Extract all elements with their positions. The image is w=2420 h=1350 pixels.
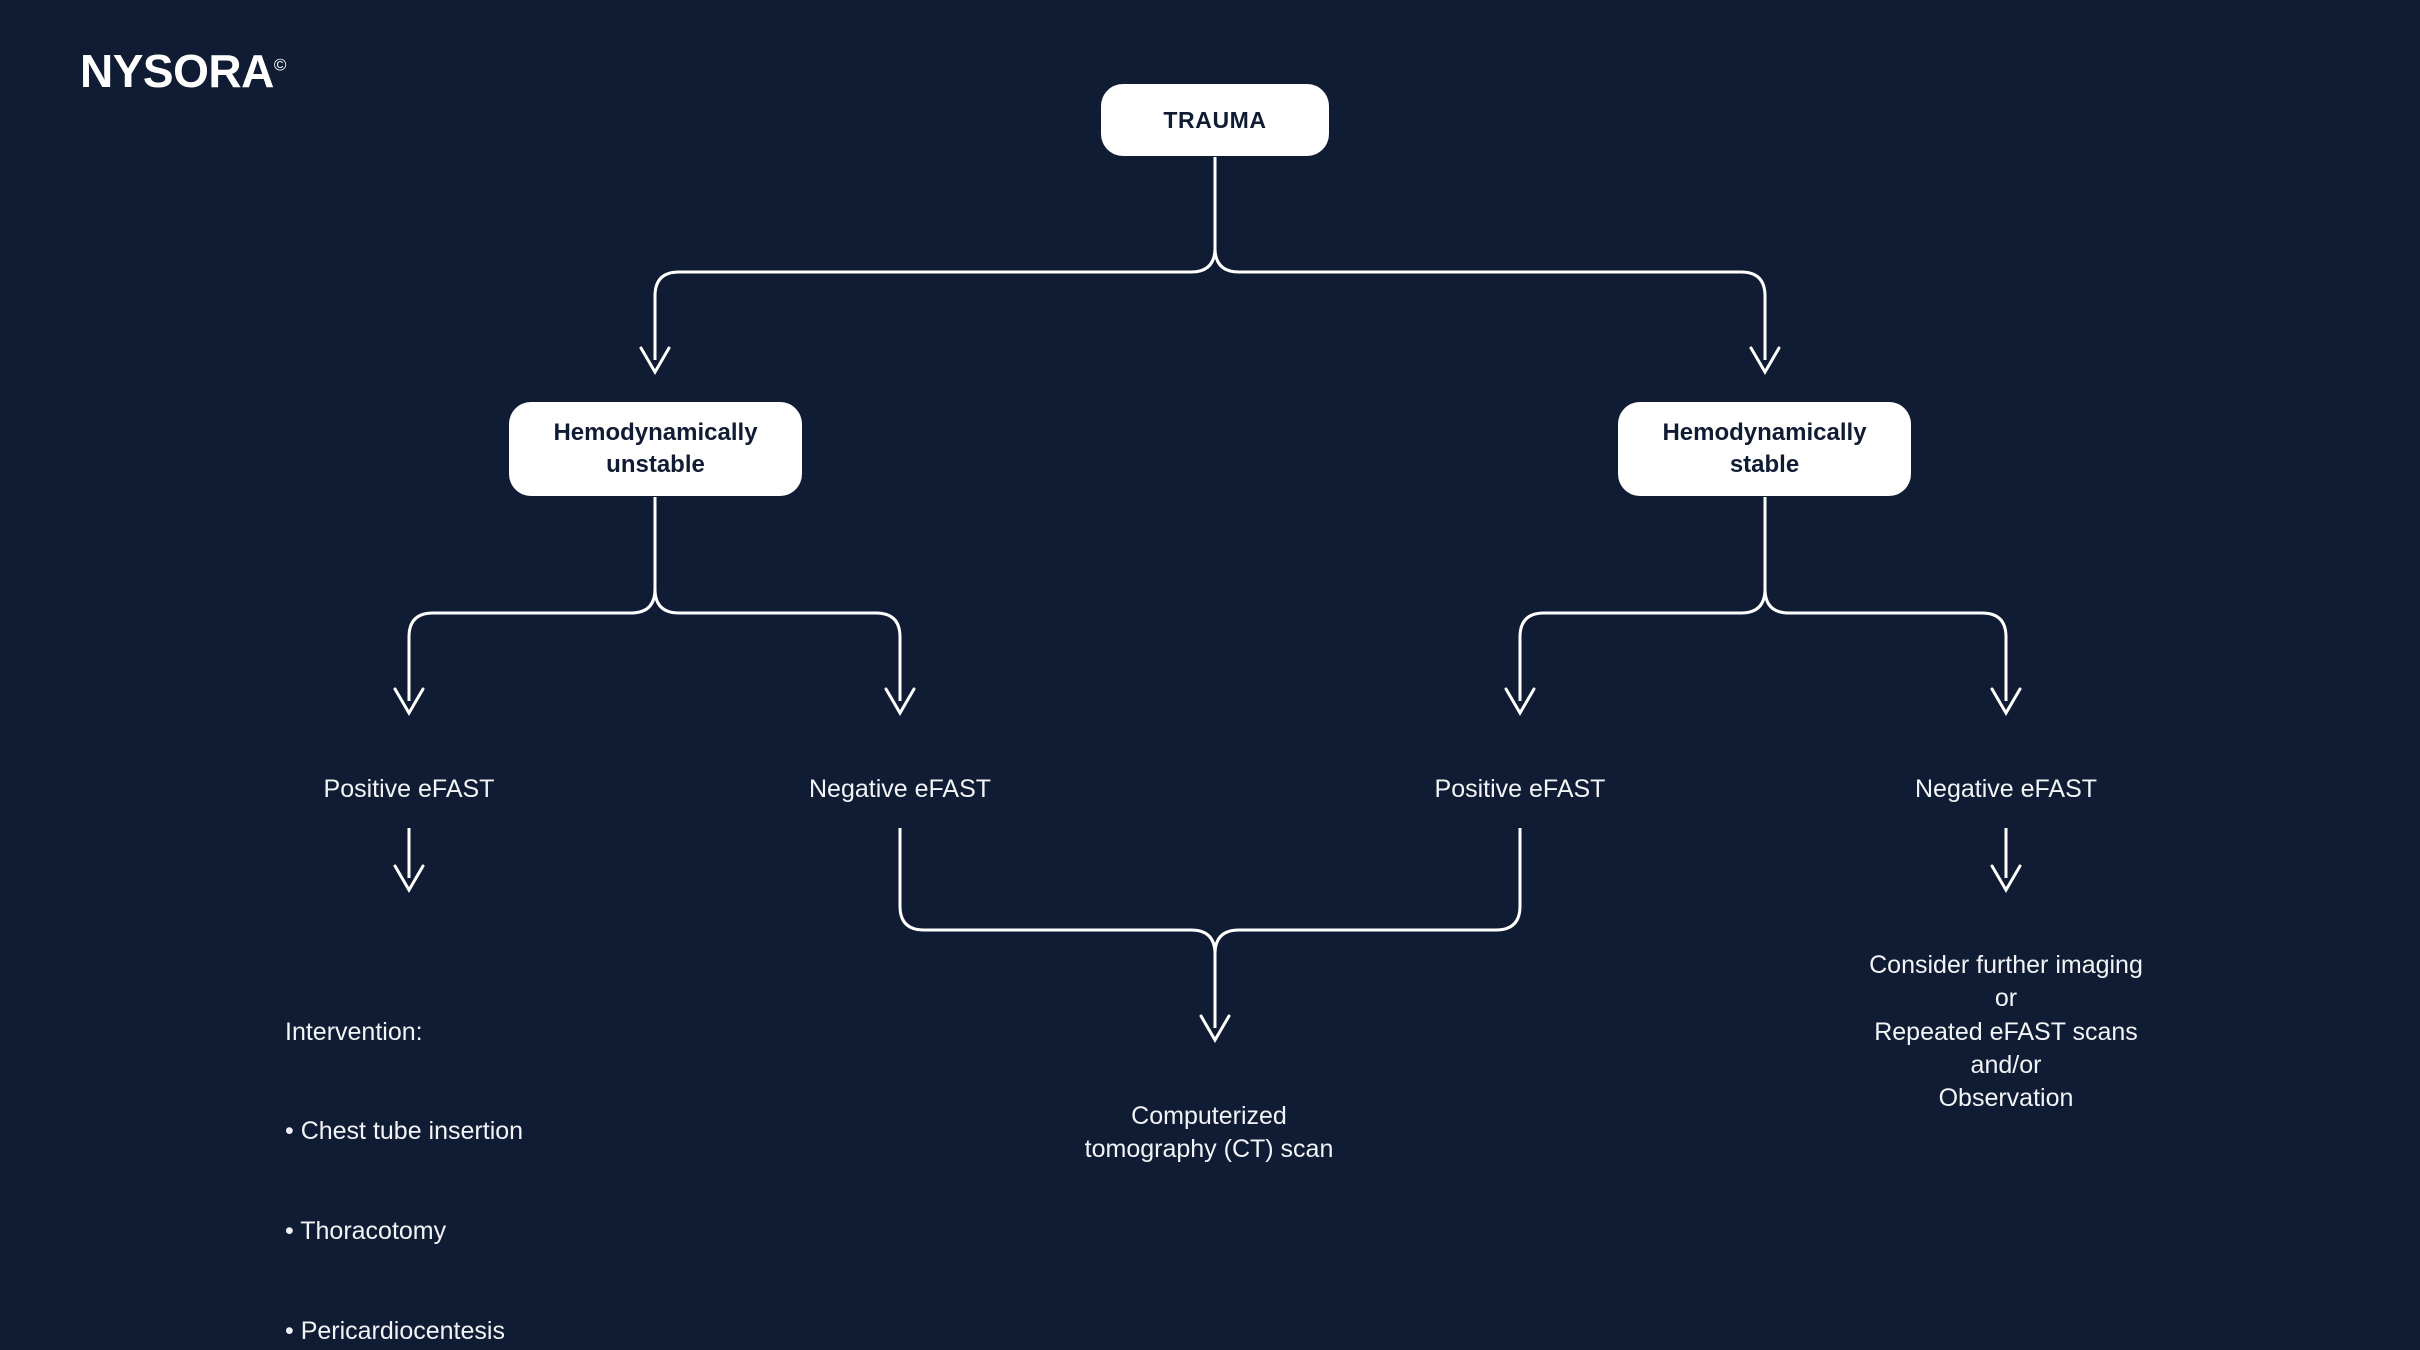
registered-mark-icon: © <box>273 55 287 75</box>
arrowhead-ct-scan <box>1199 1014 1231 1043</box>
wire-unstable-to-negative <box>679 611 902 701</box>
nysora-logo-text: NYSORA <box>80 45 274 97</box>
branch-label-stable-positive: Positive eFAST <box>1434 775 1606 803</box>
arrowhead-unstable-positive <box>393 687 425 716</box>
node-hemodynamically-stable[interactable]: Hemodynamically stable <box>1618 402 1911 496</box>
arrowhead-intervention <box>393 864 425 893</box>
wire-stable-stem-left <box>1740 497 1767 615</box>
intervention-heading: Intervention: <box>285 1017 423 1046</box>
wire-unstable-to-positive <box>407 611 631 701</box>
node-hemodynamically-stable-label: Hemodynamically stable <box>1662 419 1867 478</box>
outcome-conservative: Consider further imaging or Repeated eFA… <box>1869 951 2143 1112</box>
wire-stable-stem-right <box>1763 497 1790 615</box>
outcome-ct-scan: Computerized tomography (CT) scan <box>1084 1102 1334 1164</box>
intervention-item: • Chest tube insertion <box>285 1117 524 1146</box>
node-hemodynamically-unstable[interactable]: Hemodynamically unstable <box>509 402 802 496</box>
wire-root-to-unstable <box>653 270 1191 360</box>
arrowhead-stable-negative <box>1990 687 2022 716</box>
branch-label-unstable-negative: Negative eFAST <box>808 775 992 803</box>
wire-positive-stable-to-ct <box>1213 828 1522 1028</box>
nysora-logo: NYSORA© <box>80 48 286 94</box>
arrowhead-to-unstable <box>639 346 671 375</box>
branch-label-unstable-positive: Positive eFAST <box>323 775 495 803</box>
node-trauma[interactable]: TRAUMA <box>1101 84 1329 156</box>
node-trauma-label: TRAUMA <box>1163 106 1267 133</box>
arrowhead-to-stable <box>1749 346 1781 375</box>
arrowhead-stable-positive <box>1504 687 1536 716</box>
wire-root-to-stable <box>1239 270 1767 360</box>
branch-label-stable-negative: Negative eFAST <box>1914 775 2098 803</box>
arrowhead-conservative <box>1990 864 2022 893</box>
wire-negative-unstable-to-ct <box>898 828 1217 1028</box>
wire-stable-to-positive <box>1518 611 1741 701</box>
outcome-intervention: Intervention: • Chest tube insertion • T… <box>285 949 523 1350</box>
arrowhead-unstable-negative <box>884 687 916 716</box>
intervention-item: • Pericardiocentesis <box>285 1316 505 1345</box>
wire-root-stem-right <box>1213 157 1240 274</box>
wire-stable-to-negative <box>1789 611 2008 701</box>
intervention-item: • Thoracotomy <box>285 1217 447 1245</box>
wire-unstable-stem-left <box>630 497 657 615</box>
node-hemodynamically-unstable-label: Hemodynamically unstable <box>553 419 758 478</box>
wire-root-stem-left <box>1190 157 1217 274</box>
wire-unstable-stem-right <box>653 497 680 615</box>
